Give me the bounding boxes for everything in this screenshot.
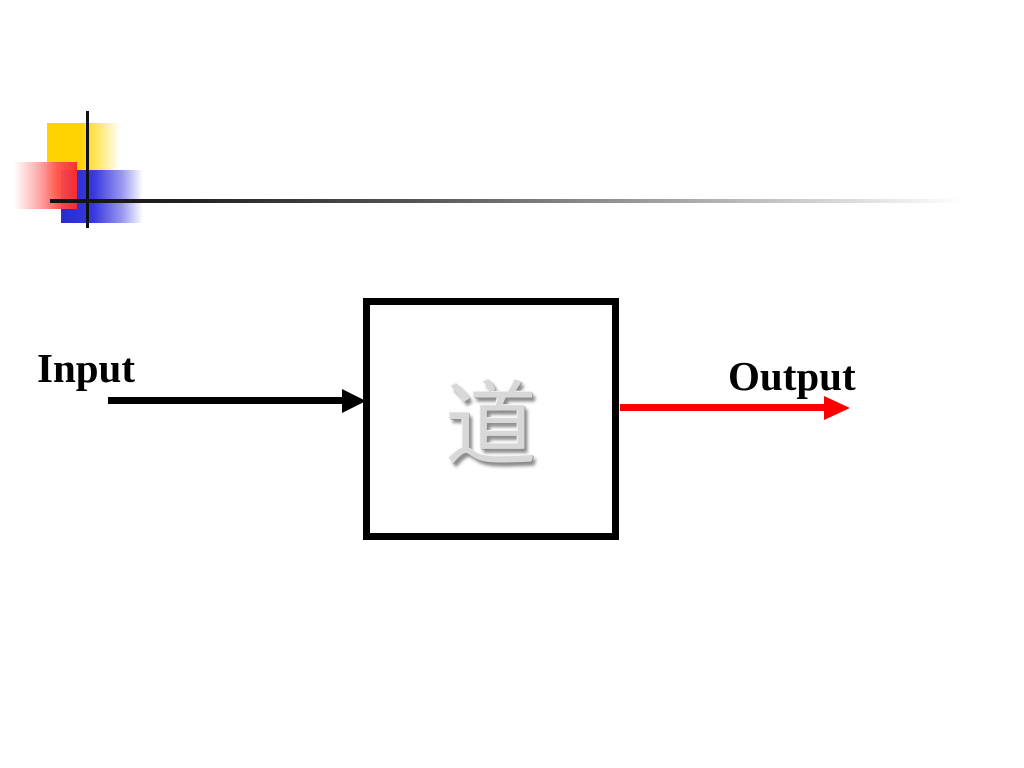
output-arrow-shaft	[620, 404, 826, 411]
decor-horizontal-rule	[50, 199, 965, 203]
output-arrow-head	[824, 396, 850, 420]
decor-vertical-line	[86, 111, 89, 228]
dao-glyph: 道	[444, 371, 537, 479]
input-arrow-shaft	[108, 397, 344, 404]
input-label: Input	[37, 345, 136, 391]
output-label: Output	[728, 353, 856, 399]
input-arrow-head	[342, 389, 366, 413]
process-box: 道	[363, 298, 619, 540]
